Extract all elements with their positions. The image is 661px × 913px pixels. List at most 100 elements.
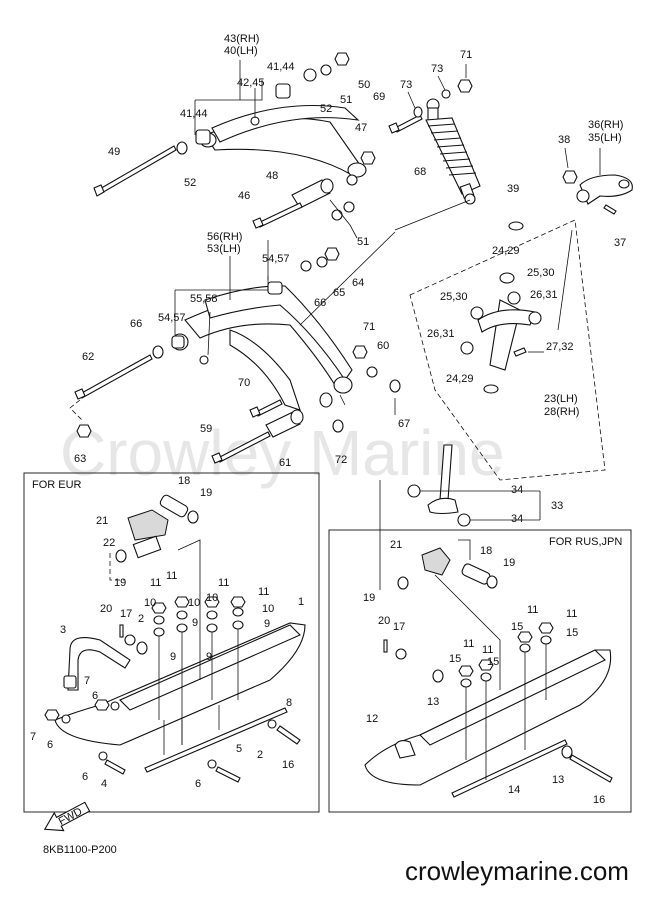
callout-l52a: 52: [320, 103, 332, 115]
callout-l13a: 13: [427, 696, 439, 708]
callout-l19d: 19: [363, 592, 375, 604]
callout-l49: 49: [108, 146, 120, 158]
callout-l15c: 15: [449, 653, 461, 665]
callout-l17a: 17: [120, 608, 132, 620]
callout-l71b: 71: [363, 321, 375, 333]
part-code: 8KB1100-P200: [43, 844, 117, 856]
callout-l43: 43(RH): [224, 33, 259, 45]
callout-l11b: 11: [166, 570, 177, 582]
callout-l34b: 34: [511, 513, 523, 525]
callout-l6b: 6: [47, 739, 53, 751]
callout-l34a: 34: [511, 484, 523, 496]
spindle-group: [379, 219, 606, 590]
callout-l51b: 51: [357, 236, 369, 248]
callout-l9b: 9: [264, 618, 270, 630]
callout-l24b: 24,29: [446, 373, 474, 385]
lower-arm-group: [69, 231, 401, 464]
callout-l39: 39: [507, 183, 519, 195]
callout-l10d: 10: [262, 603, 274, 615]
callout-l15a: 15: [511, 621, 523, 633]
fwd-label: FWD: [57, 806, 85, 828]
callout-l19a: 19: [200, 487, 212, 499]
callout-l10c: 10: [206, 592, 218, 604]
callout-l41a: 41,44: [267, 61, 295, 73]
callout-l11f: 11: [566, 608, 577, 620]
callout-l9d: 9: [206, 651, 212, 663]
callout-l21b: 21: [390, 539, 402, 551]
callout-l9a: 9: [192, 617, 198, 629]
callout-l52b: 52: [184, 177, 196, 189]
rus-box-title: FOR RUS,JPN: [549, 536, 622, 548]
callout-l5: 5: [236, 743, 242, 755]
callout-l7b: 7: [30, 731, 36, 743]
callout-l67: 67: [398, 418, 410, 430]
callout-l63: 63: [74, 453, 86, 465]
callout-l16b: 16: [593, 794, 605, 806]
shock-absorber: [388, 64, 481, 231]
callout-l55: 55,58: [190, 293, 218, 305]
callout-l11h: 11: [482, 644, 493, 656]
callout-l51a: 51: [340, 94, 352, 106]
callout-l73b: 73: [400, 79, 412, 91]
callout-l54a: 54,57: [262, 253, 290, 265]
callout-l8: 8: [286, 697, 292, 709]
callout-l71a: 71: [460, 49, 472, 61]
callout-l3: 3: [60, 624, 66, 636]
callout-l72: 72: [335, 454, 347, 466]
callout-l26a: 26,31: [530, 289, 558, 301]
callout-l13b: 13: [552, 774, 564, 786]
site-url: crowleymarine.com: [405, 856, 629, 886]
callout-l10a: 10: [144, 597, 156, 609]
callout-l9c: 9: [170, 651, 176, 663]
callout-l25a: 25,30: [527, 267, 555, 279]
callout-l2a: 2: [138, 613, 144, 625]
callout-l15b: 15: [566, 627, 578, 639]
callout-labels: 43(RH)40(LH)41,4442,4541,445051527173736…: [30, 33, 626, 806]
steering-arm: [508, 147, 633, 231]
eur-ski-group: FOR EUR: [23, 472, 320, 813]
callout-l66b: 66: [130, 318, 142, 330]
callout-l54b: 54,57: [158, 312, 186, 324]
callout-l12: 12: [366, 713, 378, 725]
callout-l23: 23(LH): [544, 393, 578, 405]
callout-l24a: 24,29: [492, 245, 520, 257]
callout-l18b: 18: [480, 545, 492, 557]
callout-l14: 14: [508, 784, 520, 796]
callout-l68: 68: [414, 166, 426, 178]
callout-l48: 48: [266, 170, 278, 182]
rus-ski-group: FOR RUS,JPN: [328, 529, 632, 813]
callout-l37: 37: [614, 237, 626, 249]
callout-l11g: 11: [463, 638, 474, 650]
callout-l56: 56(RH): [207, 231, 242, 243]
callout-l2b: 2: [257, 749, 263, 761]
eur-box-title: FOR EUR: [32, 479, 82, 491]
callout-l60: 60: [377, 340, 389, 352]
callout-l53: 53(LH): [207, 243, 241, 255]
callout-l66a: 66: [314, 297, 326, 309]
callout-l69: 69: [373, 91, 385, 103]
fwd-arrow: FWD: [43, 801, 91, 832]
callout-l28: 28(RH): [544, 406, 579, 418]
callout-l22: 22: [103, 537, 115, 549]
callout-l6c: 6: [82, 771, 88, 783]
callout-l11d: 11: [258, 586, 269, 598]
callout-l11c: 11: [218, 577, 229, 589]
callout-l1: 1: [298, 596, 304, 608]
callout-l20a: 20: [100, 603, 112, 615]
callout-l40: 40(LH): [224, 45, 258, 57]
callout-l33: 33: [551, 500, 563, 512]
callout-l61: 61: [279, 457, 291, 469]
callout-l6d: 6: [195, 778, 201, 790]
callout-l19b: 19: [114, 577, 126, 589]
callout-l36: 36(RH): [588, 119, 623, 131]
callout-l42: 42,45: [237, 77, 265, 89]
callout-l21a: 21: [96, 515, 108, 527]
callout-l6a: 6: [92, 690, 98, 702]
callout-l17b: 17: [393, 621, 405, 633]
callout-l41b: 41,44: [180, 108, 208, 120]
callout-l47: 47: [355, 122, 367, 134]
callout-l10b: 10: [188, 597, 200, 609]
callout-l50: 50: [358, 79, 370, 91]
callout-l25b: 25,30: [440, 291, 468, 303]
